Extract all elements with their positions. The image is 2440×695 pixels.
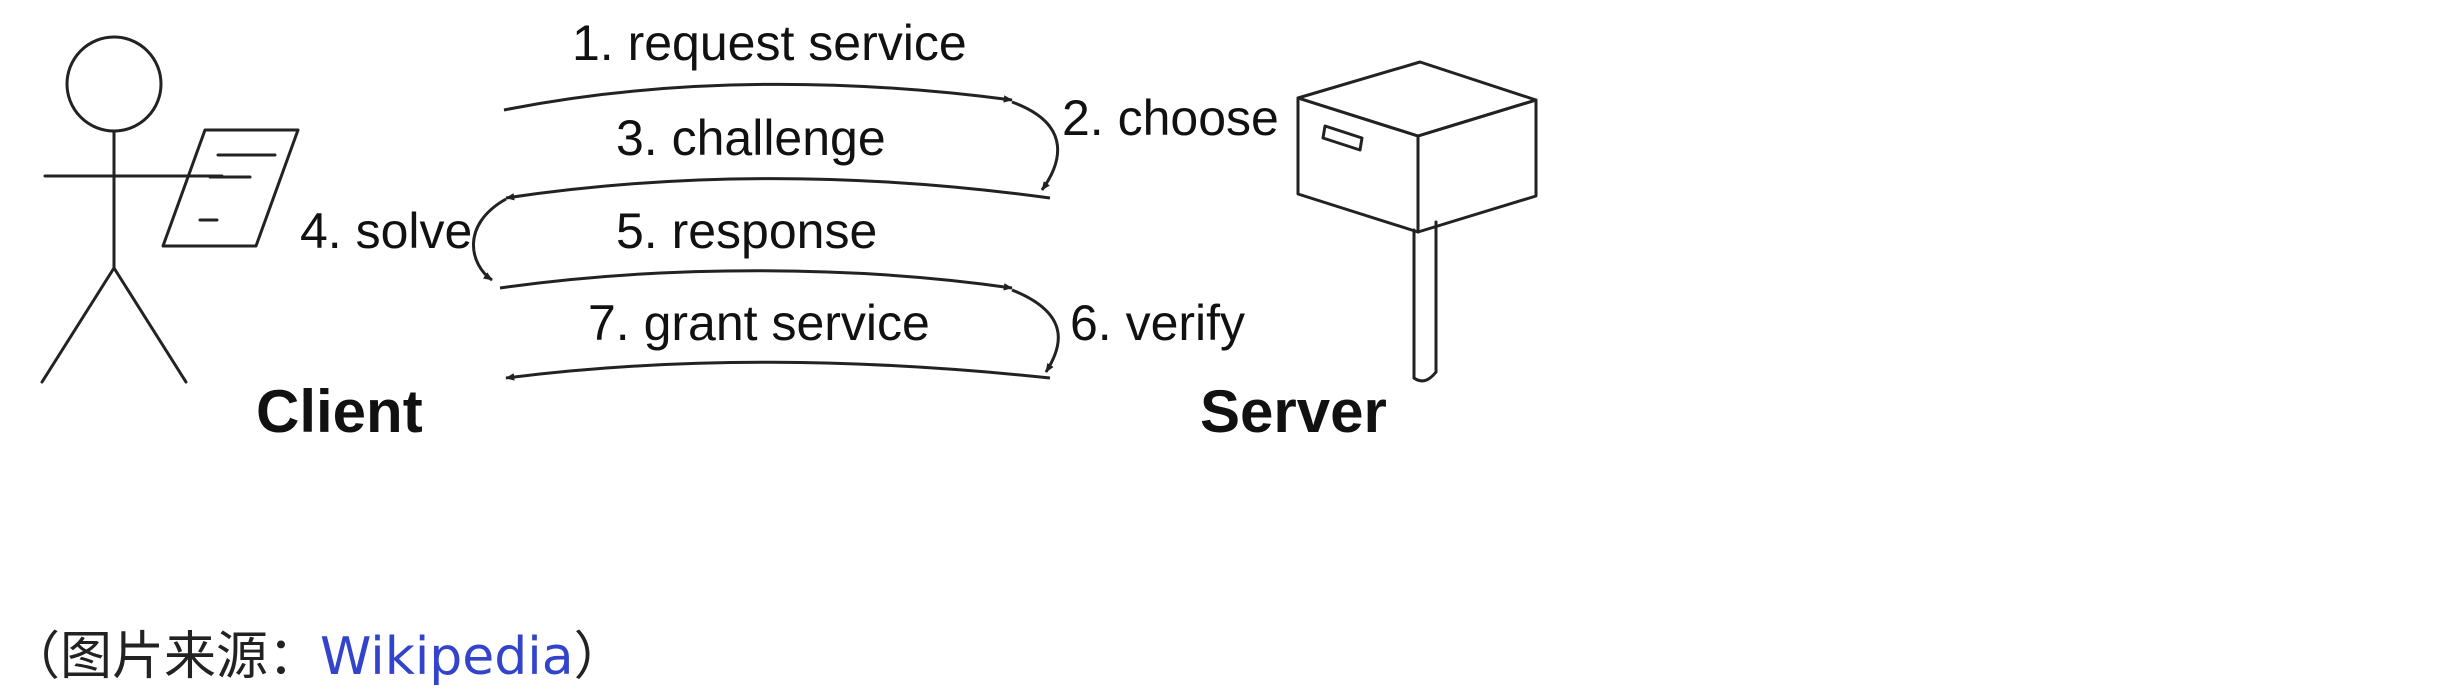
arrow-verify: [1011, 288, 1060, 373]
server-icon: [1296, 60, 1538, 383]
step-label-grant: 7. grant service: [588, 295, 930, 351]
wikipedia-link[interactable]: Wikipedia: [320, 627, 574, 687]
client-right-leg: [112, 266, 188, 384]
arrow-response: [499, 269, 1013, 291]
step-label-solve: 4. solve: [300, 203, 472, 259]
arrow-solve: [472, 197, 507, 282]
image-source-caption: （图片来源：Wikipedia）: [8, 624, 626, 690]
step-label-response: 5. response: [616, 203, 877, 259]
client-label: Client: [256, 378, 423, 445]
client-left-leg: [40, 266, 116, 384]
client-figure: [40, 35, 224, 384]
arrow-choose: [1011, 100, 1060, 191]
caption-suffix: ）: [573, 627, 626, 687]
step-label-choose: 2. choose: [1062, 90, 1279, 146]
arrow-grant: [505, 360, 1051, 381]
document-icon: [161, 128, 300, 248]
step-label-challenge: 3. challenge: [616, 110, 886, 166]
caption-prefix: （图片来源：: [8, 627, 321, 687]
server-label: Server: [1200, 378, 1387, 445]
arrow-request: [503, 82, 1013, 112]
arrow-challenge: [505, 177, 1051, 201]
client-head: [65, 35, 163, 133]
step-label-verify: 6. verify: [1070, 295, 1245, 351]
server-slot: [1321, 124, 1364, 152]
step-label-request: 1. request service: [572, 15, 967, 71]
